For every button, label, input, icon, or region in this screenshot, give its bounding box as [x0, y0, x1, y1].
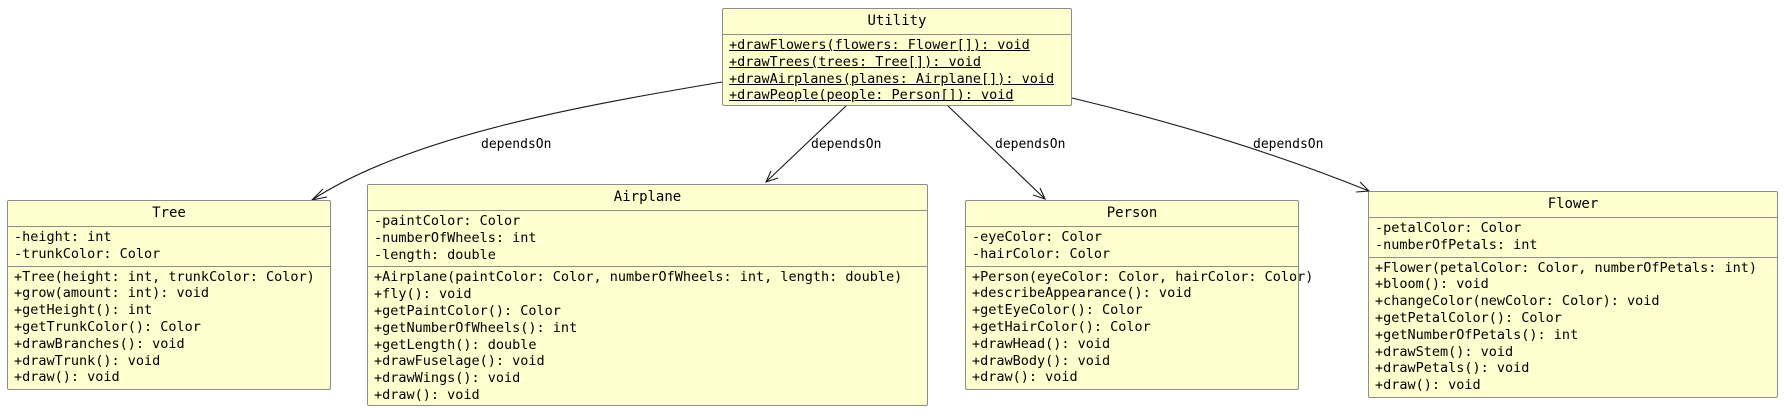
attribute-list: -paintColor: Color -numberOfWheels: int …	[368, 211, 927, 266]
class-utility: Utility +drawFlowers(flowers: Flower[]):…	[722, 8, 1072, 106]
method: +getTrunkColor(): Color	[14, 318, 201, 335]
edge-utility-person-arrowhead	[1032, 187, 1047, 200]
edge-utility-airplane	[765, 105, 847, 183]
edge-utility-tree	[311, 81, 723, 201]
method: +getHeight(): int	[14, 302, 153, 319]
attribute: -paintColor: Color	[374, 213, 521, 229]
edge-utility-person	[947, 105, 1046, 200]
class-name: Person	[966, 201, 1298, 227]
method: +bloom(): void	[1375, 276, 1489, 293]
method: +Tree(height: int, trunkColor: Color)	[14, 268, 315, 285]
attribute: -height: int	[14, 229, 112, 245]
class-airplane: Airplane -paintColor: Color -numberOfWhe…	[367, 184, 928, 406]
attribute-list: -petalColor: Color -numberOfPetals: int	[1369, 218, 1777, 257]
attribute: -length: double	[374, 246, 496, 263]
method: +drawHead(): void	[972, 335, 1111, 352]
method: +getLength(): double	[374, 336, 537, 353]
method: +getPetalColor(): Color	[1375, 309, 1562, 326]
method: +describeAppearance(): void	[972, 285, 1192, 302]
method-list: +Airplane(paintColor: Color, numberOfWhe…	[368, 266, 927, 406]
method: +getNumberOfWheels(): int	[374, 319, 578, 336]
method: +drawWings(): void	[374, 370, 521, 387]
method: +draw(): void	[14, 369, 120, 386]
edge-label-utility-flower: dependsOn	[1253, 137, 1324, 152]
class-name: Airplane	[368, 185, 927, 211]
method-list: +Person(eyeColor: Color, hairColor: Colo…	[966, 265, 1314, 390]
method: +getNumberOfPetals(): int	[1375, 326, 1579, 343]
method: +draw(): void	[1375, 377, 1481, 394]
method: +drawStem(): void	[1375, 343, 1514, 360]
method: +Person(eyeColor: Color, hairColor: Colo…	[972, 268, 1314, 285]
edge-label-utility-tree: dependsOn	[481, 137, 552, 152]
attribute: -numberOfWheels: int	[374, 229, 537, 246]
attribute-list: -eyeColor: Color -hairColor: Color	[966, 227, 1298, 266]
method: +drawTrunk(): void	[14, 352, 161, 369]
method: +drawAirplanes(planes: Airplane[]): void	[729, 70, 1055, 87]
edge-utility-tree-arrowhead	[310, 188, 328, 201]
method: +getEyeColor(): Color	[972, 302, 1143, 319]
method-list: +Flower(petalColor: Color, numberOfPetal…	[1369, 256, 1777, 397]
method: +draw(): void	[374, 386, 480, 403]
method: +drawFlowers(flowers: Flower[]): void	[729, 37, 1030, 53]
method: +getPaintColor(): Color	[374, 302, 561, 319]
method: +Flower(petalColor: Color, numberOfPetal…	[1375, 259, 1758, 276]
edge-label-utility-airplane: dependsOn	[811, 137, 882, 152]
method: +drawBody(): void	[972, 352, 1111, 369]
edge-utility-flower	[1071, 97, 1370, 192]
class-name: Tree	[8, 201, 330, 227]
method: +fly(): void	[374, 286, 472, 303]
method: +Airplane(paintColor: Color, numberOfWhe…	[374, 269, 903, 286]
method-list: +Tree(height: int, trunkColor: Color) +g…	[8, 265, 330, 390]
class-tree: Tree -height: int -trunkColor: Color +Tr…	[7, 200, 331, 390]
method: +getHairColor(): Color	[972, 318, 1151, 335]
attribute: -hairColor: Color	[972, 245, 1111, 262]
edge-label-utility-person: dependsOn	[995, 137, 1066, 152]
method: +grow(amount: int): void	[14, 285, 210, 302]
attribute: -eyeColor: Color	[972, 229, 1103, 245]
method: +draw(): void	[972, 369, 1078, 386]
method: +drawPetals(): void	[1375, 360, 1530, 377]
attribute: -trunkColor: Color	[14, 245, 161, 262]
class-name: Flower	[1369, 192, 1777, 218]
method: +changeColor(newColor: Color): void	[1375, 293, 1660, 310]
edge-utility-airplane-arrowhead	[764, 170, 779, 183]
method: +drawTrees(trees: Tree[]): void	[729, 53, 981, 70]
attribute: -petalColor: Color	[1375, 220, 1522, 236]
method: +drawPeople(people: Person[]): void	[729, 87, 1014, 104]
method: +drawBranches(): void	[14, 335, 185, 352]
attribute: -numberOfPetals: int	[1375, 236, 1538, 253]
class-name: Utility	[723, 9, 1071, 35]
class-person: Person -eyeColor: Color -hairColor: Colo…	[965, 200, 1314, 390]
class-flower: Flower -petalColor: Color -numberOfPetal…	[1368, 191, 1778, 398]
method: +drawFuselage(): void	[374, 353, 545, 370]
attribute-list: -height: int -trunkColor: Color	[8, 227, 330, 266]
method-list: +drawFlowers(flowers: Flower[]): void +d…	[723, 35, 1071, 107]
